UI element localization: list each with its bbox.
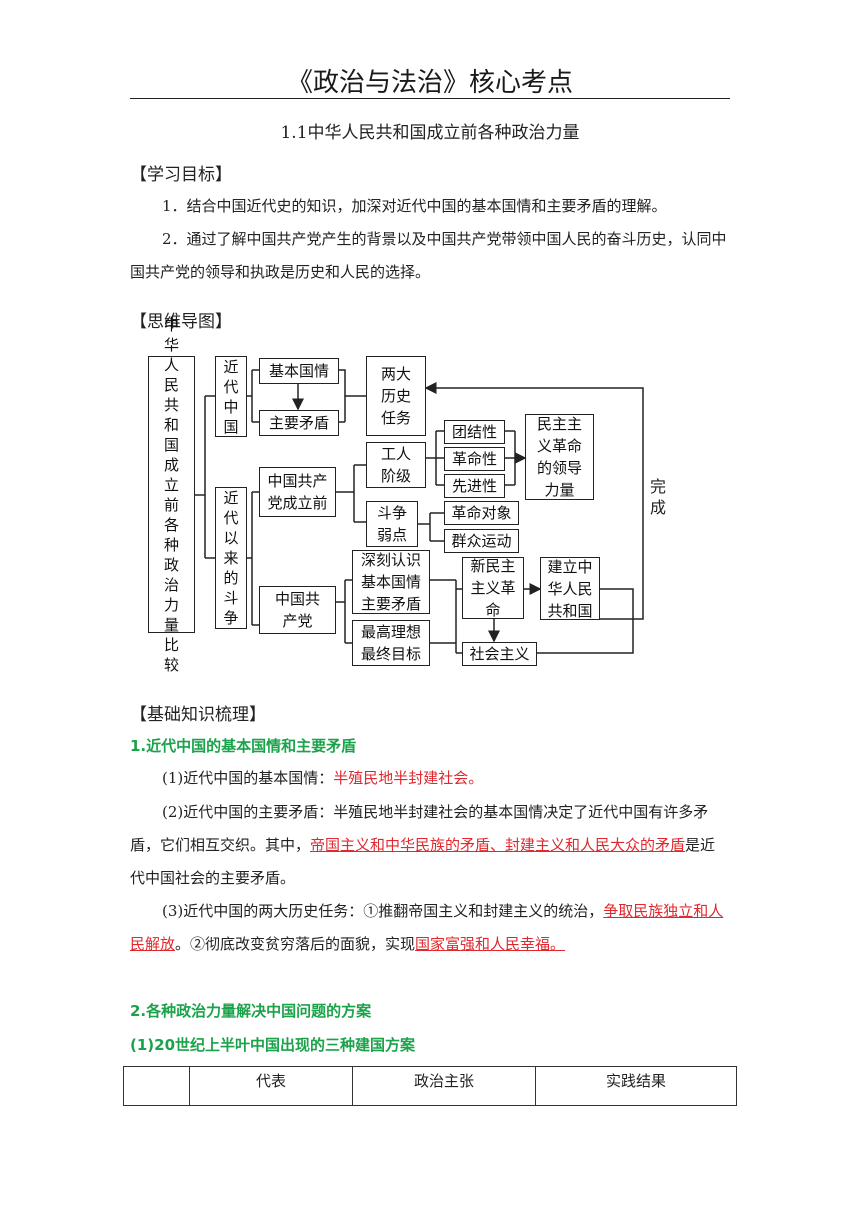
table-header-cell [123,1066,190,1106]
section-title: 1.1中华人民共和国成立前各种政治力量 [280,123,580,143]
mindmap-modern-struggle: 近代以来的斗争 [215,487,247,629]
point-2-answer: 帝国主义和中华民族的矛盾、封建主义和人民大众的矛盾 [310,836,686,854]
mindmap-new-democratic: 新民主主义革命 [462,557,524,619]
mindmap-mass-movement: 群众运动 [444,529,519,553]
objective-1: 1．结合中国近代史的知识，加深对近代中国的基本国情和主要矛盾的理解。 [162,197,667,215]
section-2-title: 2.各种政治力量解决中国问题的方案 [130,1002,372,1020]
point-3-answer-1: 争取民族独立和人民解放 [130,902,724,953]
mindmap-solidarity: 团结性 [444,420,505,444]
mindmap-before-party: 中国共产党成立前 [259,467,336,517]
section-2-subtitle: (1)20世纪上半叶中国出现的三种建国方案 [130,1036,416,1054]
mindmap-main-contradiction: 主要矛盾 [259,410,339,436]
title-divider [130,98,730,99]
mindmap-working-class: 工人阶级 [366,442,426,488]
point-3-text: (3)近代中国的两大历史任务：①推翻帝国主义和封建主义的统治， [162,902,604,920]
point-2: (2)近代中国的主要矛盾：半殖民地半封建社会的基本国情决定了近代中国有许多矛盾，… [130,796,730,895]
point-3: (3)近代中国的两大历史任务：①推翻帝国主义和封建主义的统治，争取民族独立和人民… [130,895,730,961]
objectives-heading: 【学习目标】 [130,165,232,185]
point-1-answer: 半殖民地半封建社会。 [333,769,484,787]
mindmap-complete-label: 完成 [650,477,667,517]
mindmap-connectors [195,369,644,654]
mindmap-cpc: 中国共产党 [259,586,336,634]
mindmap-modern-china: 近代中国 [215,356,247,437]
mindmap-two-tasks: 两大历史任务 [366,356,426,436]
mindmap-weakness: 斗争弱点 [366,501,418,547]
mindmap-leadership: 民主主义革命的领导力量 [525,414,594,500]
plans-table: 代表 政治主张 实践结果 [123,1066,737,1106]
mindmap-deep-understanding: 深刻认识基本国情主要矛盾 [352,550,430,614]
mindmap-found-prc: 建立中华人民共和国 [540,557,600,620]
mindmap-revolution-target: 革命对象 [444,501,519,525]
table-header-row: 代表 政治主张 实践结果 [123,1066,737,1106]
section-1-title: 1.近代中国的基本国情和主要矛盾 [130,737,357,755]
mindmap-advanced: 先进性 [444,474,505,498]
mindmap-revolutionary: 革命性 [444,447,505,471]
point-1: (1)近代中国的基本国情：半殖民地半封建社会。 [130,762,730,795]
point-2-suffix: 是近代中国社会的主要矛盾。 [130,836,716,887]
mindmap-highest-ideal: 最高理想最终目标 [352,620,430,666]
objective-2: 2．通过了解中国共产党产生的背景以及中国共产党带领中国人民的奋斗历史，认同中国共… [130,230,727,281]
page-title: 《政治与法治》核心考点 [286,68,573,98]
knowledge-heading: 【基础知识梳理】 [130,705,266,725]
point-1-text: (1)近代中国的基本国情： [162,769,334,787]
point-3-answer-2: 国家富强和人民幸福。 [415,935,566,953]
table-header-cell: 政治主张 [352,1066,536,1106]
point-3-mid: 。②彻底改变贫穷落后的面貌，实现 [175,935,416,953]
mindmap-heading: 【思维导图】 [130,312,232,332]
point-2-text: (2)近代中国的主要矛盾：半殖民地半封建社会的基本国情决定了近代中国有许多矛盾，… [130,803,709,854]
table-header-cell: 代表 [189,1066,353,1106]
mindmap-basic-conditions: 基本国情 [259,358,339,384]
mindmap-socialism: 社会主义 [462,642,537,666]
mindmap-root: 中华人民共和国成立前各种政治力量比较 [148,316,195,674]
table-header-cell: 实践结果 [535,1066,737,1106]
